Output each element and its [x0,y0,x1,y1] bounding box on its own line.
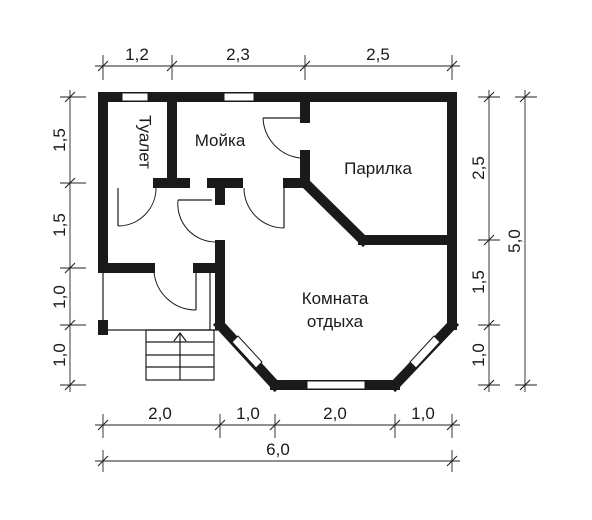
dim-right-3: 1,0 [469,343,488,367]
dim-total-height: 5,0 [505,229,524,253]
doors [117,117,305,311]
dim-right-2: 1,5 [469,270,488,294]
dim-left-1: 1,5 [50,128,69,152]
window-sink [223,92,255,102]
dim-bottom-1: 2,0 [148,404,172,423]
dim-top-2: 2,3 [226,45,250,64]
interior-walls [98,92,453,335]
stair-arrow [173,332,187,342]
dim-total-width: 6,0 [266,440,290,459]
dim-right-1: 2,5 [469,156,488,180]
porch [102,268,218,331]
dim-top-3: 2,5 [366,45,390,64]
dim-left-4: 1,0 [50,343,69,367]
window-toilet [121,92,149,102]
entrance-stairs [145,329,215,381]
dimension-right-inner: 2,5 1,5 1,0 [469,90,500,392]
dimension-total-width: 6,0 [95,440,460,472]
room-steam-label: Парилка [344,159,412,178]
dimension-top: 1,2 2,3 2,5 [95,45,460,80]
dimension-bottom: 2,0 1,0 2,0 1,0 [95,404,460,438]
window-rest-bottom [306,380,366,390]
window-rest-right [409,335,441,369]
room-toilet-label: Туалет [136,115,155,169]
dim-bottom-4: 1,0 [411,404,435,423]
dim-left-3: 1,0 [50,285,69,309]
room-rest-label-line2: отдыха [307,312,364,331]
dimension-left: 1,5 1,5 1,0 1,0 [50,90,86,392]
dimension-total-height: 5,0 [505,90,537,392]
dim-bottom-2: 1,0 [236,404,260,423]
room-rest-label-line1: Комната [302,289,369,308]
dim-top-1: 1,2 [125,45,149,64]
dim-bottom-3: 2,0 [323,404,347,423]
dim-left-2: 1,5 [50,213,69,237]
window-rest-left [231,335,263,369]
room-sink-label: Мойка [195,131,246,150]
windows [121,92,441,390]
